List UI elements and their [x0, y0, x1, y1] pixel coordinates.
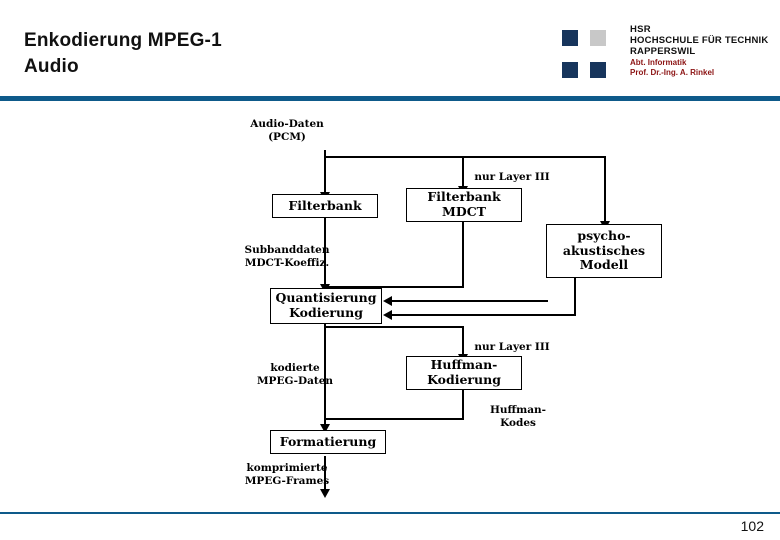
logo-line-hochschule: HOCHSCHULE FÜR TECHNIK: [630, 35, 769, 46]
line-filterbank-to-quant: [324, 218, 326, 288]
line-quant-branch-to-huffman: [462, 326, 464, 356]
mpeg-audio-encoding-flowchart: Audio-Daten (PCM) nur Layer III Subbandd…: [200, 108, 760, 506]
logo-text: HSR HOCHSCHULE FÜR TECHNIK RAPPERSWIL Ab…: [630, 24, 780, 78]
logo-square-bottom-right: [590, 62, 606, 78]
line-branch-to-psycho: [604, 156, 606, 224]
arrowhead-format-to-output: [320, 489, 330, 498]
label-nur-layer-iii-top: nur Layer III: [474, 171, 550, 183]
box-filterbank-mdct[interactable]: Filterbank MDCT: [406, 188, 522, 222]
label-huffman-kodes: Huffman- Kodes: [489, 404, 547, 429]
label-audio-daten: Audio-Daten (PCM): [250, 118, 324, 143]
line-branch-horizontal-top: [324, 156, 606, 158]
line-mdct-down: [462, 220, 464, 288]
page-number: 102: [740, 518, 764, 534]
arrowhead-psycho-to-quant: [383, 296, 392, 306]
logo-line-professor: Prof. Dr.-Ing. A. Rinkel: [630, 68, 715, 77]
arrowhead-quant-to-format: [320, 424, 330, 433]
line-huffman-down: [462, 388, 464, 420]
label-komprimierte-mpeg-frames: komprimierte MPEG-Frames: [244, 462, 330, 487]
logo-line-hsr: HSR: [630, 24, 651, 35]
line-format-to-output: [324, 456, 326, 496]
footer-divider: [0, 512, 780, 514]
box-huffman-kodierung[interactable]: Huffman- Kodierung: [406, 356, 522, 390]
logo-line-rapperswil: RAPPERSWIL: [630, 46, 696, 57]
hsr-logo: HSR HOCHSCHULE FÜR TECHNIK RAPPERSWIL Ab…: [562, 24, 776, 88]
line-quant-to-format: [324, 320, 326, 430]
line-huffman-to-format-horizontal: [326, 418, 464, 420]
box-formatierung[interactable]: Formatierung: [270, 430, 386, 454]
line-psycho-down: [574, 278, 576, 316]
line-psycho-down-horizontal: [390, 314, 576, 316]
label-kodierte-mpeg-daten: kodierte MPEG-Daten: [256, 362, 334, 387]
logo-square-top-right: [590, 30, 606, 46]
line-psycho-to-quant: [390, 300, 548, 302]
label-nur-layer-iii-bottom: nur Layer III: [474, 341, 550, 353]
logo-square-bottom-left: [562, 62, 578, 78]
line-quant-branch-horizontal: [324, 326, 464, 328]
header-divider: [0, 96, 780, 101]
line-mdct-to-quant-horizontal: [326, 286, 464, 288]
label-subbanddaten: Subbanddaten MDCT-Koeffiz.: [244, 244, 330, 269]
logo-line-abteilung: Abt. Informatik: [630, 58, 687, 67]
box-psychoakustisches-modell[interactable]: psycho- akustisches Modell: [546, 224, 662, 278]
line-audio-to-filterbank: [324, 150, 326, 194]
line-branch-to-mdct: [462, 156, 464, 188]
box-filterbank[interactable]: Filterbank: [272, 194, 378, 218]
box-quantisierung-kodierung[interactable]: Quantisierung Kodierung: [270, 288, 382, 324]
arrowhead-psycho-down-to-quant: [383, 310, 392, 320]
logo-square-top-left: [562, 30, 578, 46]
page-title: Enkodierung MPEG-1 Audio: [24, 30, 222, 77]
